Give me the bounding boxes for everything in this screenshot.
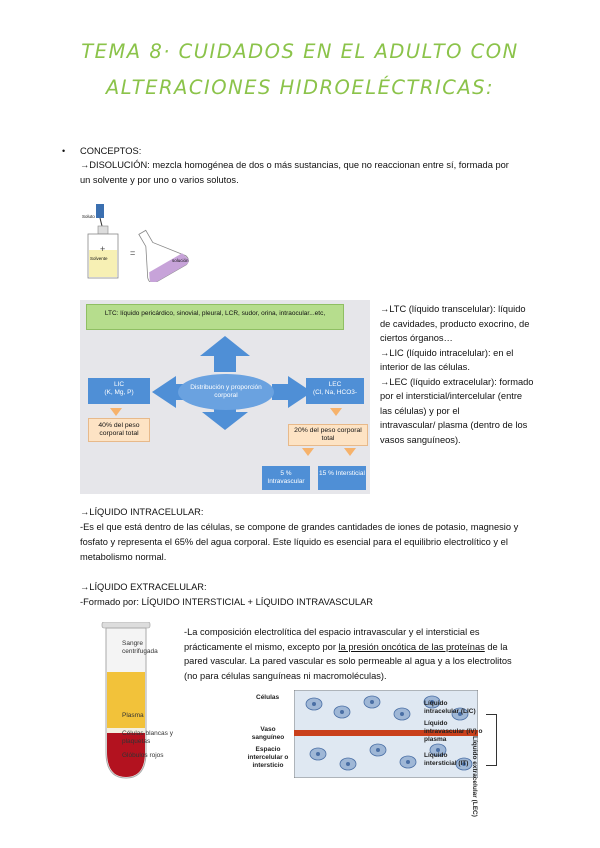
side-line: →LEC (líquido extracelular): formado: [380, 376, 534, 387]
arrows-graphic: [110, 336, 356, 456]
side-line: →LIC (líquido intracelular): en el: [380, 347, 514, 358]
bullet: •: [62, 146, 66, 156]
composicion-text: -La composición electrolítica del espaci…: [184, 625, 544, 683]
intersticial-box: 15 % Intersticial: [318, 466, 366, 490]
lec-side-label: Líquido extracelular (LEC): [471, 736, 478, 817]
page-title-line1: TEMA 8· CUIDADOS EN EL ADULTO CON: [81, 40, 519, 63]
side-line: intravascular/ plasma (dentro de los: [380, 420, 528, 430]
test-tube-icon: [101, 621, 151, 779]
celulas-label: Células blancas y plaquetas: [122, 730, 173, 745]
lec-ions: (Cl, Na, HCO3-: [312, 389, 358, 396]
side-line: interior de las células.: [380, 362, 470, 372]
extracelular-line1: -Formado por: LÍQUIDO INTERSTICIAL + LÍQ…: [80, 597, 374, 607]
composicion-line2-b: de la: [484, 641, 508, 652]
composicion-line2-a: prácticamente el mismo, excepto por: [184, 641, 339, 652]
soluto-label: Soluto: [82, 214, 95, 219]
lec-percent-box: 20% del peso corporal total: [288, 424, 368, 446]
solution-figure: Soluto + Solvente = solución: [80, 196, 210, 284]
side-line: por el intersticial/intercelular (entre: [380, 391, 523, 401]
lec-title: LEC: [328, 381, 342, 388]
sangre-label: Sangre centrifugada: [122, 640, 158, 655]
intravascular-box: 5 % Intravascular: [262, 466, 310, 490]
side-line: de cavidades, producto exocrino, de: [380, 318, 530, 329]
solucion-label: solución: [172, 258, 189, 263]
lec-box: LEC (Cl, Na, HCO3-: [306, 378, 364, 404]
disolucion-line1: →DISOLUCIÓN: mezcla homogénea de dos o m…: [80, 160, 509, 170]
composicion-line2: prácticamente el mismo, excepto por la p…: [184, 640, 544, 655]
conceptos-heading: CONCEPTOS:: [80, 146, 142, 156]
side-line: las células) y por el: [380, 405, 460, 416]
centrifuged-blood-tube: [100, 621, 152, 780]
globulos-label: Glóbulos rojos: [122, 752, 164, 759]
plasma-label: Plasma: [122, 712, 144, 719]
lec-bracket: [486, 714, 497, 766]
equals-sign: =: [130, 248, 136, 258]
espacio-label: Espacio intercelular o intersticio: [247, 746, 289, 769]
oncotic-pressure-underlined: la presión oncótica de las proteínas: [338, 641, 485, 652]
composicion-line1: -La composición electrolítica del espaci…: [184, 627, 480, 637]
fluid-compartments-diagram: [293, 689, 479, 779]
lic-ions: (K, Mg, P): [104, 389, 134, 396]
side-line: vasos sanguíneos).: [380, 434, 461, 445]
cells-vessel-graphic: [293, 689, 479, 779]
lic-diagram-label: Líquido intracelular (LIC): [424, 700, 476, 715]
side-text: →LTC (líquido transcelular): líquido de …: [380, 302, 550, 447]
iv-diagram-label: Líquido intravascular (IV) o plasma: [424, 720, 483, 743]
disolucion-line2: un solvente y por uno o varios solutos.: [80, 175, 239, 185]
solution-illustration: [87, 204, 189, 284]
it-diagram-label: Líquido intersticial (IT): [424, 752, 469, 767]
composicion-line4: (no para células sanguíneas ni macromolé…: [184, 670, 387, 681]
solvente-label: Solvente: [90, 256, 108, 261]
distribution-diagram: LTC: líquido pericárdico, sinovial, pleu…: [80, 300, 370, 494]
lic-box: LIC (K, Mg, P): [88, 378, 150, 404]
extracelular-heading: →LÍQUIDO EXTRACELULAR:: [80, 582, 207, 592]
lic-percent-box: 40% del peso corporal total: [88, 418, 150, 442]
lic-title: LIC: [113, 381, 125, 388]
celulas-diagram-label: Células: [256, 694, 280, 701]
dropper-icon: [96, 204, 104, 218]
intracelular-line3: metabolismo normal.: [80, 552, 167, 562]
composicion-line3: pared vascular. La pared vascular es sol…: [184, 656, 512, 666]
intracelular-line1: -Es el que está dentro de las células, s…: [80, 522, 519, 532]
center-label: Distribución y proporción corporal: [190, 384, 262, 399]
intracelular-heading: →LÍQUIDO INTRACELULAR:: [80, 507, 204, 517]
ltc-box: LTC: líquido pericárdico, sinovial, pleu…: [86, 304, 344, 330]
side-line: →LTC (líquido transcelular): líquido: [380, 304, 526, 314]
page-title-line2: ALTERACIONES HIDROELÉCTRICAS:: [105, 76, 495, 99]
intracelular-line2: fosfato y representa el 65% del agua cor…: [80, 537, 508, 547]
vaso-label: Vaso sanguíneo: [251, 726, 285, 741]
side-line: ciertos órganos…: [380, 333, 453, 343]
plus-sign: +: [100, 244, 106, 254]
